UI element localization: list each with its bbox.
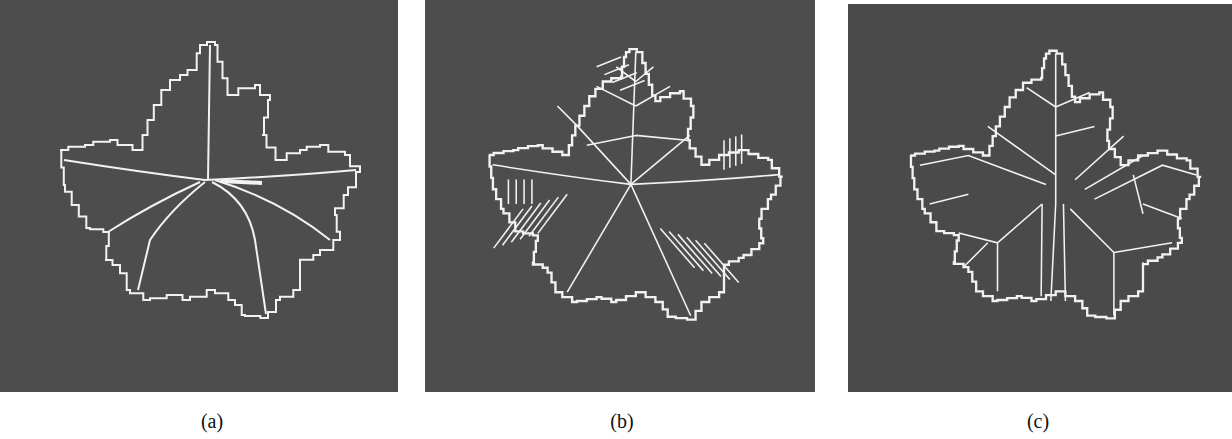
panel-label: (b) xyxy=(610,410,633,433)
leaf-skeleton-a xyxy=(60,42,360,318)
skeleton-branch xyxy=(515,180,517,205)
skeleton-branch xyxy=(494,209,523,248)
image-panel xyxy=(848,4,1232,392)
skeleton-branch xyxy=(511,203,540,242)
skeleton-branch xyxy=(597,57,622,67)
skeleton-branch xyxy=(723,140,725,169)
skeleton-branch xyxy=(538,194,567,233)
skeleton-branch xyxy=(529,197,558,236)
leaf-outline xyxy=(489,49,783,319)
leaf-outline xyxy=(60,42,360,318)
skeleton-branch xyxy=(604,65,629,75)
skeleton-branch xyxy=(531,180,533,205)
image-panel xyxy=(425,0,815,392)
skeleton-branch xyxy=(729,138,731,167)
skeleton-branch xyxy=(612,73,637,83)
panel-label: (a) xyxy=(201,410,223,433)
skeleton-branch xyxy=(508,180,510,205)
leaf-skeleton-c xyxy=(910,51,1201,319)
skeleton-branch xyxy=(735,136,737,165)
image-panel xyxy=(0,0,398,392)
skeleton-branch xyxy=(620,81,645,91)
skeleton-branch xyxy=(523,180,525,205)
skeleton-branch xyxy=(503,206,532,245)
leaf-skeleton-b xyxy=(489,49,783,319)
skeleton-branch xyxy=(696,240,730,279)
skeleton-branch xyxy=(704,243,738,282)
skeleton-branch xyxy=(741,134,743,163)
panel-label: (c) xyxy=(1027,410,1049,433)
leaf-outline xyxy=(910,51,1201,319)
skeleton-branch xyxy=(520,200,549,239)
